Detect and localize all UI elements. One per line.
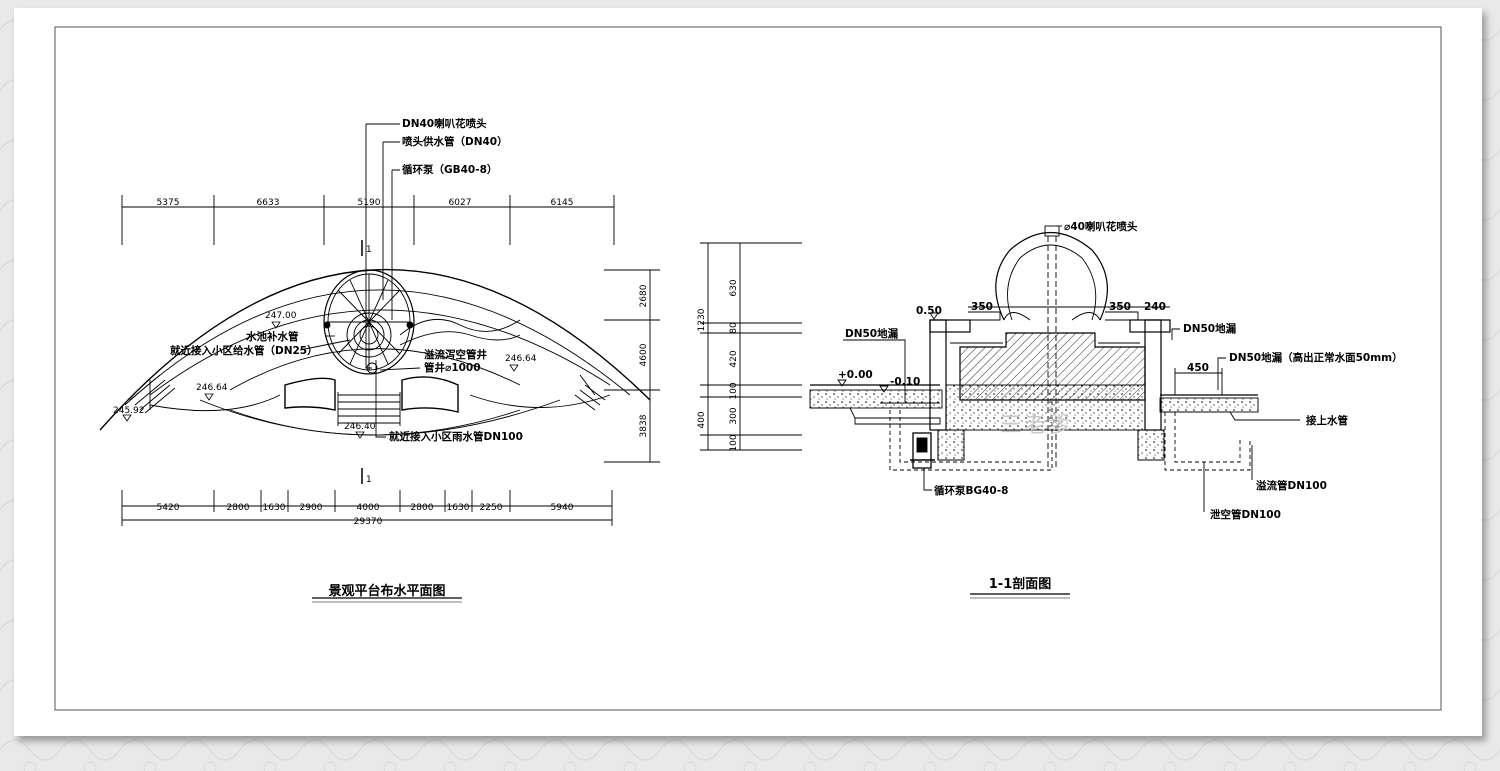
callout-makeup-pipe: 水池补水管 [245, 330, 299, 343]
plan-total-dim: 29370 [354, 517, 383, 527]
plan-bottom-dim: 5940 [551, 503, 574, 513]
plan-bottom-dim: 2900 [300, 503, 323, 513]
section-left-dim: 420 [729, 350, 739, 367]
plan-bottom-dim: 2800 [411, 503, 434, 513]
plan-bottom-dim: 1630 [263, 503, 286, 513]
callout-nozzle: DN40喇叭花喷头 [402, 117, 487, 130]
section-mark-bottom: 1 [366, 475, 372, 485]
elevation-label: 245.92 [113, 406, 145, 416]
callout-supply-pipe: 就近接入小区给水管（DN25） [170, 344, 318, 357]
section-left-total: 1230 [697, 308, 707, 331]
callout-nozzle-pipe: 喷头供水管（DN40） [402, 135, 508, 148]
drawing-frame [54, 26, 1442, 711]
section-callout-supply: 接上水管 [1306, 414, 1348, 427]
level-label: -0.10 [890, 376, 920, 388]
section-dim-450: 450 [1187, 362, 1209, 374]
section-title: 1-1剖面图 [989, 576, 1052, 592]
plan-right-dim: 4600 [639, 343, 649, 366]
section-callout-drain-high: DN50地漏（高出正常水面50mm） [1229, 351, 1403, 364]
section-mark-top: 1 [366, 245, 372, 255]
section-left-dim: 630 [729, 279, 739, 296]
callout-well-diameter: 管井⌀1000 [424, 361, 481, 374]
plan-right-dim: 3838 [639, 414, 649, 437]
elevation-label: 246.64 [505, 354, 537, 364]
callout-overflow-well: 溢流泻空管井 [424, 348, 487, 361]
section-left-total: 400 [697, 411, 707, 428]
callout-pump: 循环泵（GB40-8） [402, 163, 497, 176]
plan-bottom-dim: 5420 [157, 503, 180, 513]
section-texts: 630 80 420 100 300 100 1230 400 350 350 … [697, 220, 1403, 592]
section-top-dim: 350 [971, 301, 993, 313]
section-callout-drain-left: DN50地漏 [845, 327, 899, 340]
callout-rain-pipe: 就近接入小区雨水管DN100 [389, 430, 523, 443]
plan-right-dim: 2680 [639, 284, 649, 307]
elevation-label: 246.40 [344, 422, 376, 432]
plan-texts: 5375 6633 5190 6027 6145 5420 2800 1630 … [113, 117, 649, 599]
plan-elevation-markers [122, 321, 519, 439]
section-left-dim: 80 [729, 322, 739, 334]
plan-top-dim: 6145 [551, 198, 574, 208]
section-callout-overflow: 溢流管DN100 [1256, 479, 1327, 492]
section-left-dim: 100 [729, 434, 739, 451]
level-label: 0.50 [916, 305, 942, 317]
section-view [700, 225, 1300, 599]
elevation-label: 246.64 [196, 383, 228, 393]
section-top-dim: 350 [1109, 301, 1131, 313]
plan-bottom-dim: 4000 [357, 503, 380, 513]
section-left-dim: 300 [729, 407, 739, 424]
elevation-label: 247.00 [265, 311, 297, 321]
section-top-dim: 240 [1144, 301, 1166, 313]
plan-bottom-dim: 2250 [480, 503, 503, 513]
plan-title: 景观平台布水平面图 [328, 583, 445, 599]
section-callout-drain-right: DN50地漏 [1183, 322, 1237, 335]
watermark: 三老爹 [1000, 413, 1072, 438]
plan-top-dim: 5375 [157, 198, 180, 208]
section-left-dim: 100 [729, 382, 739, 399]
section-callout-pump: 循环泵BG40-8 [934, 484, 1008, 497]
section-callout-empty: 泄空管DN100 [1210, 508, 1281, 521]
level-label: +0.00 [838, 369, 873, 381]
plan-bottom-dim: 1630 [447, 503, 470, 513]
drawing-sheet [14, 8, 1482, 736]
plan-view [99, 123, 660, 603]
plan-top-dim: 6633 [257, 198, 280, 208]
plan-top-dim: 6027 [449, 198, 472, 208]
plan-top-dim: 5190 [358, 198, 381, 208]
section-callout-nozzle: ⌀40喇叭花喷头 [1064, 220, 1138, 233]
plan-bottom-dim: 2800 [227, 503, 250, 513]
